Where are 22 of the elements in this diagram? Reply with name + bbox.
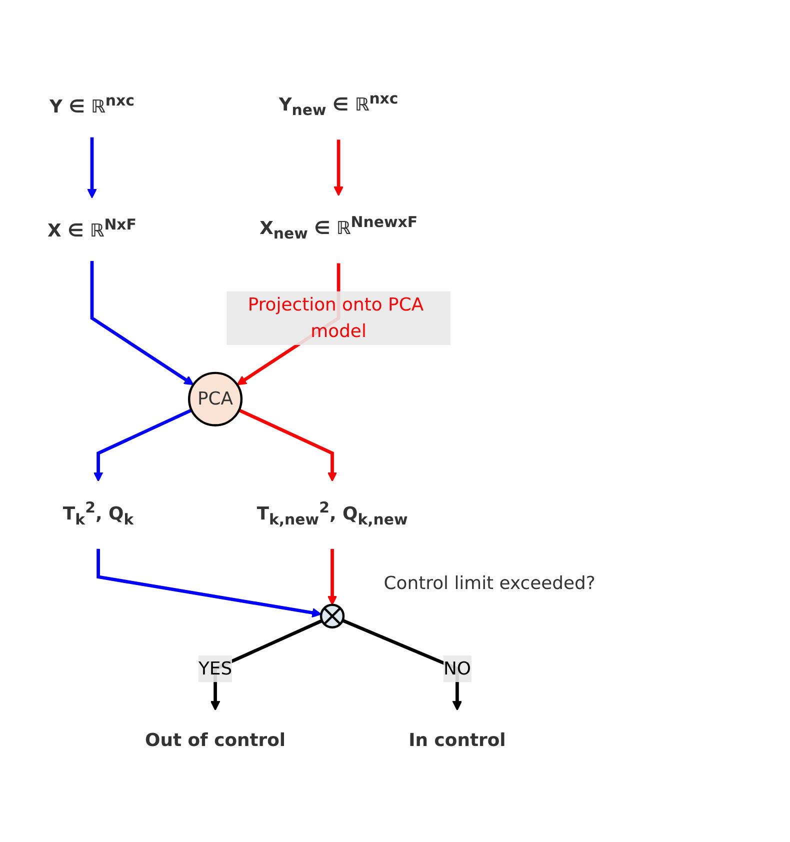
arrow <box>90 260 194 385</box>
arrow <box>93 408 192 482</box>
arrow <box>327 548 338 606</box>
node-label: Control limit exceeded? <box>384 572 596 594</box>
edge-label: NO <box>443 657 471 679</box>
edge-label: Projection onto PCA model <box>248 293 424 342</box>
node-text: Out of control <box>145 728 286 750</box>
node-text: T$_{k}$$^{2}$, Q$_{k}$ <box>62 500 134 529</box>
node-text: X$_{new}$ ∈ ℝ$^{NnewxF}$ <box>260 214 418 243</box>
node-text: T$_{k,new}$$^{2}$, Q$_{k,new}$ <box>256 500 408 529</box>
node-circle <box>320 603 345 628</box>
edge-label: YES <box>198 657 232 679</box>
arrow <box>238 408 338 482</box>
flowchart-drawing: Projection onto PCA model YES NO Y ∈ ℝ$^{nxc}$ Y$_{new}$ ∈ ℝ$^{nxc}$ X ∈ ℝ$^{NxF}$ X$_{new}$ ∈ ℝ$^{NnewxF}$ PCA T$_{k}$$^{2}$, Q$_{k}$ T$_{k,new}$$^{2}$, Q$_{k,new}$ Control limit exceeded? Out of control In control <box>5 62 785 780</box>
node-text: Y$_{new}$ ∈ ℝ$^{nxc}$ <box>278 90 398 120</box>
arrow <box>96 548 322 618</box>
node-text: In control <box>408 728 506 750</box>
node-circle <box>188 372 243 426</box>
node-text: Y ∈ ℝ$^{nxc}$ <box>50 93 134 117</box>
arrow <box>334 139 344 196</box>
arrow <box>87 137 97 198</box>
node-text: X ∈ ℝ$^{NxF}$ <box>48 216 136 241</box>
